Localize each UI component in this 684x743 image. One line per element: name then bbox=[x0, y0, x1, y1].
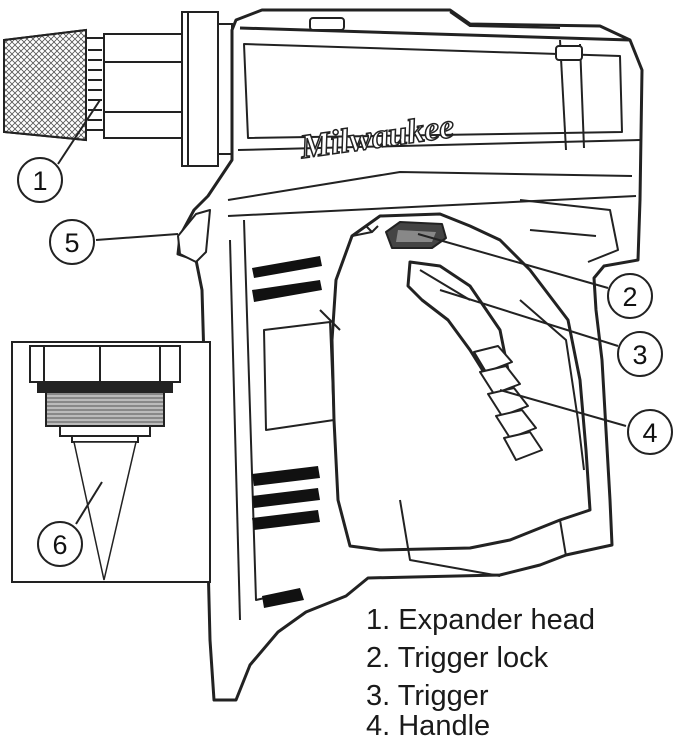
expander-head bbox=[3, 11, 233, 167]
callout-3: 3 bbox=[617, 331, 663, 377]
tool-body bbox=[176, 8, 644, 702]
legend-item-expander-head: 1. Expander head bbox=[366, 604, 595, 636]
svg-text:6: 6 bbox=[52, 530, 67, 560]
legend-item-trigger: 3. Trigger bbox=[366, 680, 489, 712]
svg-text:1: 1 bbox=[32, 166, 47, 196]
callout-4: 4 bbox=[627, 409, 673, 455]
callout-leaders bbox=[57, 99, 627, 525]
svg-text:3: 3 bbox=[632, 340, 647, 370]
callout-1: 1 bbox=[17, 157, 63, 203]
svg-text:5: 5 bbox=[64, 228, 79, 258]
legend-item-handle: 4. Handle bbox=[366, 710, 491, 742]
svg-text:4: 4 bbox=[642, 418, 657, 448]
legend-item-trigger-lock: 2. Trigger lock bbox=[366, 642, 549, 674]
svg-text:2: 2 bbox=[622, 282, 637, 312]
callout-5: 5 bbox=[49, 219, 95, 265]
tool-diagram: Milwaukee 1 5 2 bbox=[3, 8, 673, 702]
callout-2: 2 bbox=[607, 273, 653, 319]
callout-6: 6 bbox=[37, 521, 83, 567]
